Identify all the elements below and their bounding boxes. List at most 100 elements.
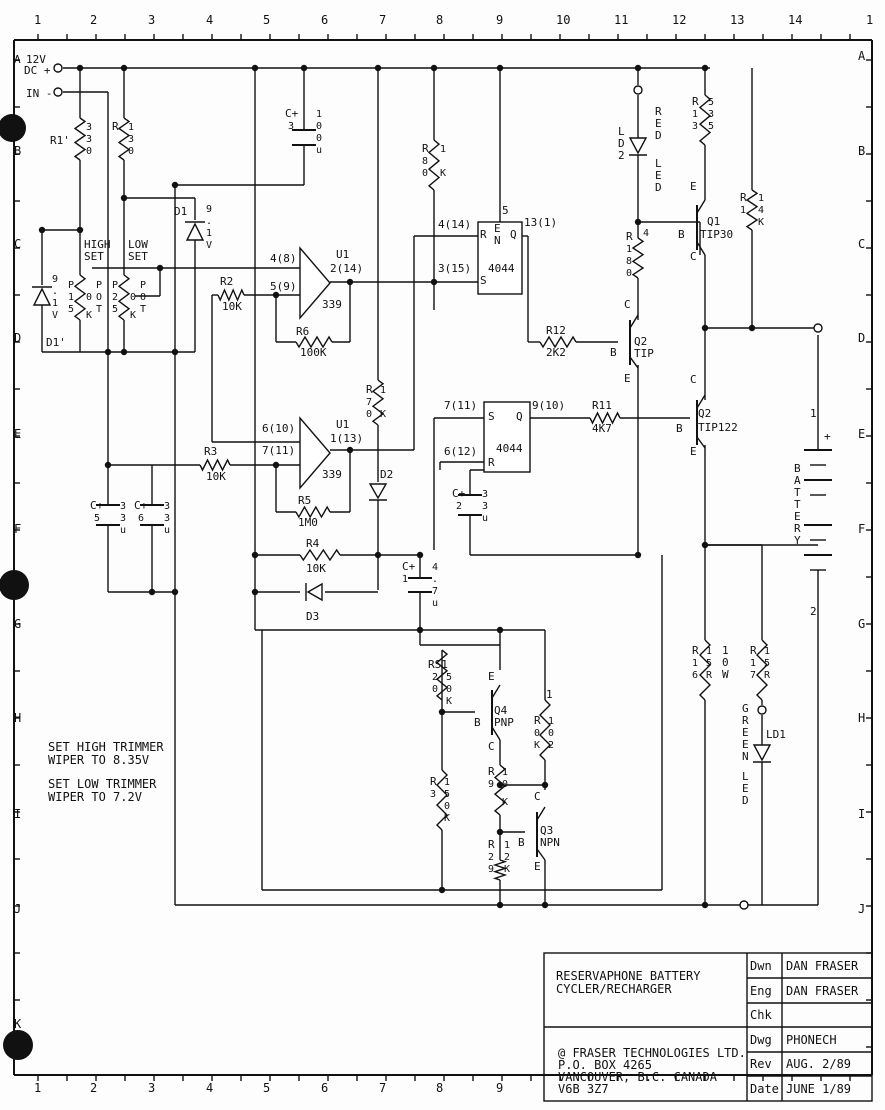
svg-text:Date: Date bbox=[750, 1082, 779, 1096]
junction-dot bbox=[272, 461, 280, 469]
svg-text:100K: 100K bbox=[300, 346, 327, 359]
svg-text:10K: 10K bbox=[206, 470, 226, 483]
svg-text:1: 1 bbox=[546, 688, 553, 701]
resistor bbox=[589, 411, 621, 425]
svg-text:P: P bbox=[112, 280, 118, 291]
svg-text:K: K bbox=[502, 797, 508, 808]
svg-text:3: 3 bbox=[86, 134, 92, 145]
svg-text:0: 0 bbox=[626, 268, 632, 279]
r15-label: R bbox=[692, 644, 699, 657]
column-label: 9 bbox=[496, 13, 503, 27]
svg-text:1: 1 bbox=[502, 767, 508, 778]
svg-text:.: . bbox=[206, 216, 212, 227]
r18-label: R bbox=[422, 142, 429, 155]
svg-text:D: D bbox=[655, 181, 662, 194]
svg-text:K: K bbox=[446, 696, 452, 707]
input-dc-plus: DC + bbox=[24, 64, 51, 77]
red-label: R bbox=[655, 105, 662, 118]
svg-text:0: 0 bbox=[86, 146, 92, 157]
svg-text:P: P bbox=[68, 280, 74, 291]
svg-text:1: 1 bbox=[758, 193, 764, 204]
svg-text:N: N bbox=[494, 234, 501, 247]
svg-text:1: 1 bbox=[504, 840, 510, 851]
junction-dot bbox=[748, 324, 756, 332]
svg-text:E: E bbox=[655, 117, 662, 130]
svg-text:3: 3 bbox=[482, 489, 488, 500]
ld2-label: L bbox=[618, 125, 625, 138]
svg-text:8: 8 bbox=[626, 256, 632, 267]
svg-text:L: L bbox=[742, 770, 749, 783]
svg-text:1(13): 1(13) bbox=[330, 432, 363, 445]
svg-text:5: 5 bbox=[112, 304, 118, 315]
svg-text:4(8): 4(8) bbox=[270, 252, 297, 265]
svg-text:5: 5 bbox=[94, 513, 100, 524]
junction-dot bbox=[251, 551, 259, 559]
r4-label: R bbox=[626, 230, 633, 243]
company-line-2: P.O. BOX 4265 bbox=[558, 1058, 652, 1072]
c1-label: C+ bbox=[402, 560, 416, 573]
svg-text:3: 3 bbox=[164, 501, 170, 512]
column-label-bottom: 4 bbox=[206, 1081, 213, 1095]
svg-text:D: D bbox=[655, 129, 662, 142]
svg-text:B: B bbox=[676, 422, 683, 435]
svg-text:5: 5 bbox=[764, 658, 770, 669]
svg-text:C: C bbox=[690, 373, 697, 386]
row-label-left: E bbox=[14, 427, 21, 441]
svg-text:3: 3 bbox=[164, 513, 170, 524]
svg-text:1: 1 bbox=[764, 646, 770, 657]
junction-dot bbox=[496, 828, 504, 836]
op-amps bbox=[299, 246, 331, 490]
c2-label: C+ bbox=[452, 487, 466, 500]
svg-text:K: K bbox=[534, 740, 540, 751]
svg-text:C: C bbox=[624, 298, 631, 311]
svg-text:1: 1 bbox=[380, 385, 386, 396]
resistor bbox=[295, 505, 331, 519]
row-label-left: K bbox=[14, 1017, 22, 1031]
column-label: 13 bbox=[730, 13, 744, 27]
svg-text:3(15): 3(15) bbox=[438, 262, 471, 275]
junction-dot bbox=[430, 278, 438, 286]
column-label: 8 bbox=[436, 13, 443, 27]
svg-text:R: R bbox=[794, 522, 801, 535]
svg-text:2: 2 bbox=[432, 672, 438, 683]
svg-text:T: T bbox=[794, 486, 801, 499]
svg-text:SET: SET bbox=[128, 250, 148, 263]
svg-text:E: E bbox=[494, 222, 501, 235]
svg-text:+: + bbox=[824, 430, 831, 443]
junction-dot bbox=[634, 218, 642, 226]
svg-text:B: B bbox=[678, 228, 685, 241]
r16-label: R bbox=[750, 644, 757, 657]
svg-text:1M0: 1M0 bbox=[298, 516, 318, 529]
svg-text:K: K bbox=[130, 310, 136, 321]
note-1: SET HIGH TRIMMER bbox=[48, 740, 164, 754]
svg-text:7: 7 bbox=[750, 670, 756, 681]
column-label: 10 bbox=[556, 13, 570, 27]
capacitors bbox=[96, 129, 482, 593]
r14-label: R bbox=[740, 191, 747, 204]
c6-label: C+ bbox=[134, 499, 148, 512]
svg-text:1: 1 bbox=[316, 109, 322, 120]
svg-text:2: 2 bbox=[112, 292, 118, 303]
junction-dot bbox=[634, 551, 642, 559]
svg-text:1: 1 bbox=[68, 292, 74, 303]
svg-text:.: . bbox=[52, 286, 58, 297]
svg-text:5: 5 bbox=[68, 304, 74, 315]
svg-text:K: K bbox=[758, 217, 764, 228]
svg-text:9: 9 bbox=[488, 779, 494, 790]
svg-text:1: 1 bbox=[206, 228, 212, 239]
svg-text:3: 3 bbox=[288, 121, 294, 132]
row-label-left: C bbox=[14, 237, 21, 251]
resistor bbox=[117, 274, 131, 321]
binder-hole-bottom bbox=[3, 1030, 33, 1060]
resistor bbox=[73, 117, 87, 161]
junction-dot bbox=[438, 886, 446, 894]
junction-dot bbox=[120, 194, 128, 202]
svg-text:NPN: NPN bbox=[540, 836, 560, 849]
svg-text:2: 2 bbox=[456, 501, 462, 512]
svg-text:4: 4 bbox=[643, 228, 649, 239]
d1-prime-label: D1' bbox=[46, 336, 66, 349]
resistor bbox=[492, 859, 508, 881]
high-set-label: HIGH bbox=[84, 238, 111, 251]
svg-text:2: 2 bbox=[504, 852, 510, 863]
junction-dots bbox=[38, 64, 756, 909]
